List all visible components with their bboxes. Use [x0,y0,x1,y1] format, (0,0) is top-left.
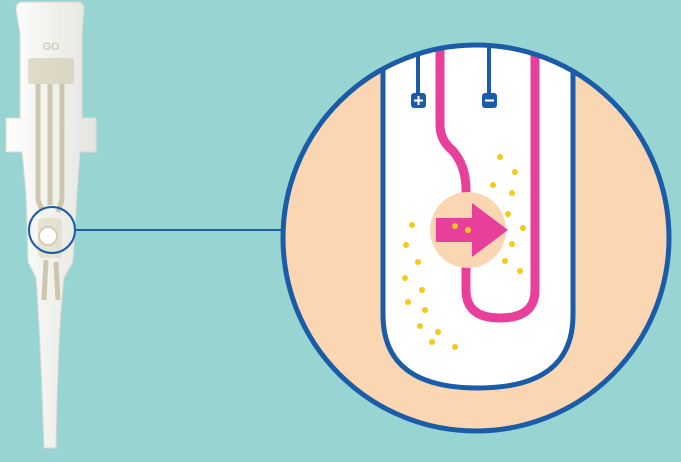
chip-sensor-spot [39,227,57,245]
negative-electrode [482,93,497,108]
test-chip: GO [6,2,96,448]
chip-label: GO [42,41,60,53]
positive-electrode [411,93,426,108]
